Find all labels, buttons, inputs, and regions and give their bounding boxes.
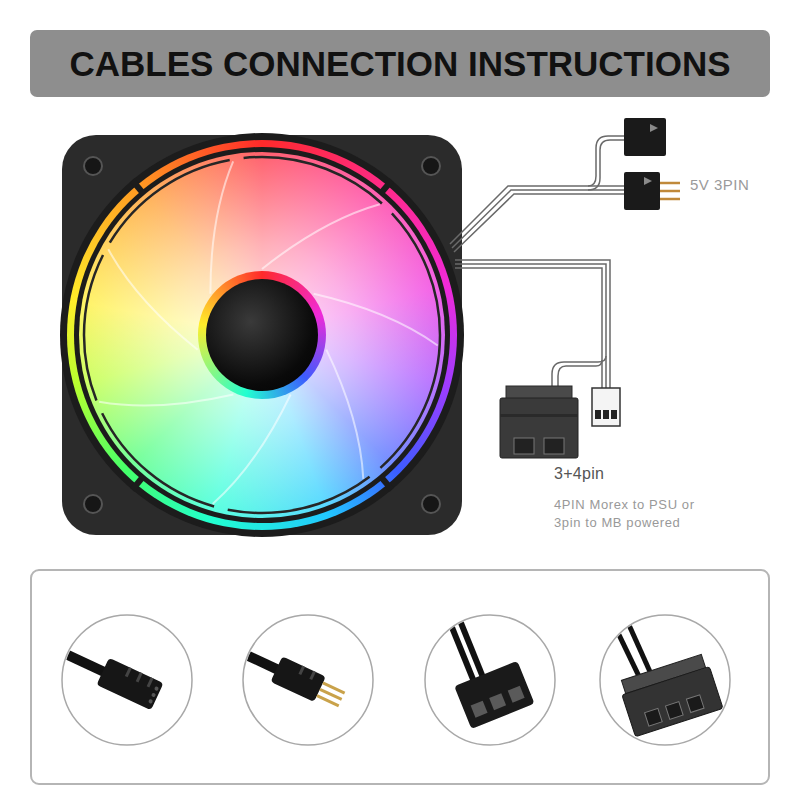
cable-label: 5V 3PIN — [690, 174, 749, 195]
molex-hole — [686, 695, 704, 713]
connector-body — [624, 118, 666, 156]
fan-blade-edge — [326, 350, 363, 479]
male-3pin-connector — [624, 172, 680, 210]
molex-hole — [665, 702, 683, 720]
panel-border — [31, 570, 769, 784]
fan-blade-edge — [108, 249, 197, 349]
molex-hole — [645, 708, 663, 726]
molex-body — [622, 666, 723, 736]
cable — [48, 646, 106, 673]
connector-body — [96, 658, 163, 711]
mount-hole — [422, 495, 440, 513]
photo-circle — [425, 615, 555, 745]
ridge — [125, 667, 132, 677]
wire — [455, 260, 610, 388]
ring-break — [380, 180, 392, 194]
ring-break — [132, 476, 144, 490]
pin — [317, 696, 339, 706]
ridge — [298, 666, 305, 675]
pin-mark — [644, 177, 652, 185]
wire — [588, 136, 624, 186]
power-cable — [455, 260, 610, 388]
fan-hub — [206, 279, 318, 391]
mount-hole — [84, 495, 102, 513]
pin-mark — [650, 124, 658, 132]
wire — [552, 356, 606, 388]
connector-body — [592, 388, 620, 426]
fan-blade-edge — [210, 161, 233, 293]
molex-connector — [500, 386, 578, 458]
ring-break — [380, 476, 392, 490]
note-text: 4PIN Morex to PSU or 3pin to MB powered — [554, 496, 724, 532]
molex-ridge — [500, 414, 578, 417]
female-3pin-connector — [624, 118, 666, 156]
wire — [588, 189, 624, 191]
title-text: CABLES CONNECTION INSTRUCTIONS — [69, 44, 730, 84]
fan-3pin-connector — [592, 388, 620, 426]
ridge — [147, 677, 154, 687]
cable — [453, 603, 483, 677]
title-box: CABLES CONNECTION INSTRUCTIONS — [30, 30, 770, 97]
ring-break — [132, 180, 144, 194]
ridge — [136, 672, 143, 682]
pin-slot — [603, 410, 609, 419]
fan-blade-edge — [262, 204, 380, 269]
photo-circle — [600, 615, 730, 745]
mount-hole — [84, 157, 102, 175]
molex-hole — [544, 438, 564, 454]
hole — [154, 686, 159, 691]
title-banner — [30, 30, 770, 97]
fan-blade-edge — [213, 394, 291, 503]
pin-slot — [489, 693, 506, 710]
wire — [452, 190, 588, 248]
wire — [588, 185, 624, 187]
wire — [454, 194, 588, 252]
pin — [660, 198, 680, 201]
inner-ring-line — [84, 157, 440, 513]
cable — [620, 603, 650, 676]
molex-body — [500, 398, 578, 458]
fan-blade-edge — [99, 394, 233, 405]
wire — [455, 268, 602, 388]
photo-circle — [243, 615, 373, 745]
cable-label: 3+4pin — [554, 463, 604, 485]
rgb-cable — [450, 136, 624, 252]
pin-slot — [508, 686, 525, 703]
fan-outer-ring — [60, 133, 464, 537]
fan-blade-edge — [314, 294, 438, 346]
wire — [455, 264, 606, 388]
pin-slot — [471, 701, 488, 718]
connector-body — [454, 661, 534, 729]
pin-slot — [595, 410, 601, 419]
photo-circle — [62, 615, 192, 745]
hole — [151, 692, 156, 697]
wire — [588, 140, 624, 190]
molex-connector-photo — [595, 585, 723, 737]
fan-connector-photo — [425, 589, 534, 729]
mount-hole — [422, 157, 440, 175]
hole — [148, 699, 153, 704]
ridge — [309, 671, 316, 680]
pin — [660, 182, 680, 185]
molex-hole — [514, 438, 534, 454]
cable — [607, 606, 639, 679]
male-connector-photo — [213, 629, 348, 712]
wire — [588, 193, 624, 195]
female-connector-photo — [42, 632, 163, 710]
wire — [558, 360, 602, 388]
pin — [660, 190, 680, 193]
connector-body — [624, 172, 660, 210]
pin-slot — [611, 410, 617, 419]
cable — [218, 642, 278, 670]
